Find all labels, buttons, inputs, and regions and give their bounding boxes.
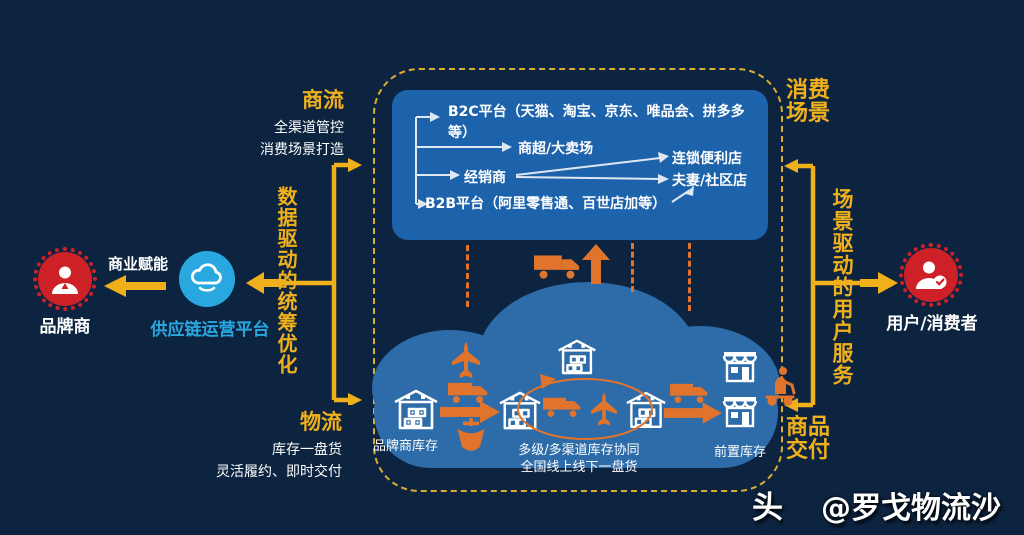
warehouse-icon: [558, 339, 596, 375]
brand-entity-circle: [33, 247, 97, 311]
consumer-label: 用户/消费者: [886, 314, 978, 334]
storefront-icon: [722, 352, 757, 383]
logistics-title: 物流: [300, 410, 342, 434]
up-arrow-icon: [582, 244, 610, 284]
distributor-label: 经销商: [464, 170, 506, 186]
coordination-line1: 多级/多渠道库存协同: [518, 443, 640, 458]
flow-dashed-line-right: [688, 243, 691, 311]
left-arrow-to-brand: [104, 275, 166, 297]
channel-box: B2C平台（天猫、淘宝、京东、唯品会、拼多多等） 商超/大卖场 经销商 连锁便利…: [392, 90, 768, 240]
storefront-icon: [722, 397, 757, 428]
scene-title: 消费场景: [786, 78, 831, 127]
truck-icon: [670, 383, 708, 403]
watermark-handle: @罗戈物流沙龙: [820, 491, 1001, 526]
empower-arrow-label: 商业赋能: [107, 255, 168, 273]
delivery-title: 商品交付: [786, 415, 831, 464]
right-arrow-icon: [664, 402, 722, 424]
business-flow-line1: 全渠道管控: [274, 120, 344, 136]
ship-icon: [457, 418, 485, 451]
plane-icon: [591, 392, 617, 426]
circulation-ellipse-icon: [517, 374, 653, 440]
channel-tree-lines: [415, 112, 694, 209]
plane-icon: [452, 342, 480, 378]
right-arrow-icon: [440, 401, 500, 423]
scene-driven-vertical-label: 场景驱动的用户服务: [830, 188, 854, 386]
b2b-platform-label: B2B平台（阿里零售通、百世店加等）: [425, 196, 667, 212]
watermark: 头条 @罗戈物流沙龙: [752, 482, 1024, 535]
b2c-platform-label: B2C平台（天猫、淘宝、京东、唯品会、拼多多等）: [448, 104, 745, 141]
truck-icon: [448, 382, 488, 403]
hypermarket-label: 商超/大卖场: [518, 141, 594, 157]
platform-entity-circle: [179, 251, 235, 307]
truck-icon: [543, 397, 581, 417]
logistics-block: 物流 库存一盘货 灵活履约、即时交付: [178, 406, 342, 481]
warehouse-icon: [394, 389, 438, 430]
user-check-icon: [916, 261, 947, 289]
tree-arrowheads: [418, 112, 694, 209]
business-flow-block: 商流 全渠道管控 消费场景打造: [200, 84, 344, 159]
left-arrow-to-platform: [246, 272, 282, 294]
couple-store-label: 夫妻/社区店: [672, 173, 748, 189]
truck-icon: [534, 255, 580, 279]
coordination-line2: 全国线上线下一盘货: [520, 460, 638, 475]
business-flow-title: 商流: [302, 88, 344, 112]
logistics-line2: 灵活履约、即时交付: [216, 464, 342, 480]
scene-dashed-container: [373, 68, 783, 492]
left-bracket-connector: [280, 158, 362, 405]
platform-label: 供应链运营平台: [150, 320, 270, 340]
consumer-entity-circle: [899, 243, 963, 307]
cloud-platform-icon: [191, 263, 222, 292]
right-arrow-to-consumer: [860, 272, 898, 294]
front-inventory-label: 前置库存: [713, 445, 766, 460]
chain-store-label: 连锁便利店: [672, 151, 742, 167]
delivery-scooter-icon: [765, 367, 796, 406]
person-icon: [52, 266, 78, 294]
logistics-line1: 库存一盘货: [272, 442, 342, 458]
tree-connectors: [415, 116, 691, 205]
data-driven-vertical-label: 数据驱动的统筹优化: [274, 186, 298, 375]
right-bracket-connector: [784, 159, 864, 412]
brand-inventory-label: 品牌商库存: [373, 439, 439, 454]
flow-dashed-line-left: [466, 245, 469, 307]
business-flow-line2: 消费场景打造: [260, 142, 344, 158]
flow-dashed-line-mid: [631, 243, 634, 292]
brand-label: 品牌商: [39, 317, 91, 337]
watermark-brand: 头条: [752, 490, 783, 526]
